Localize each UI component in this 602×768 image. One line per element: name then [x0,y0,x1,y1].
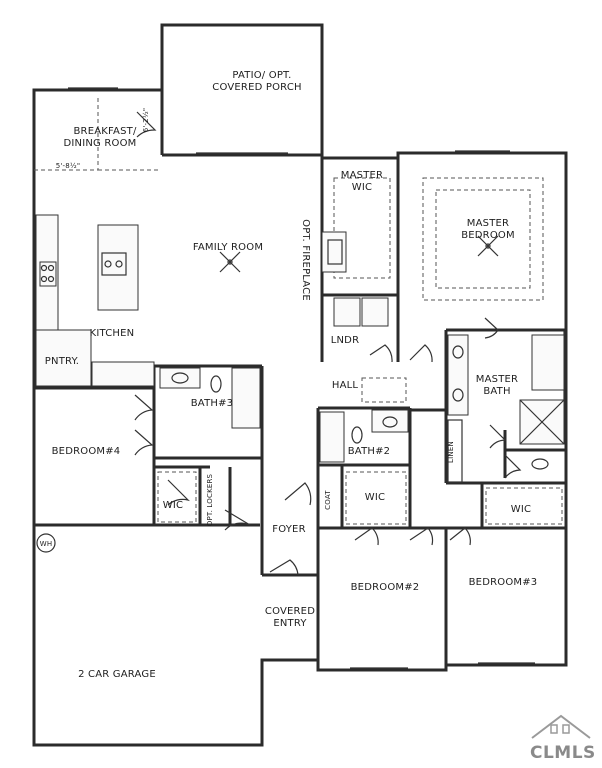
master-bedroom-label-1: MASTER [467,218,509,229]
coat-label: COAT [324,490,332,510]
master-bedroom-label-2: BEDROOM [461,230,515,241]
patio-label-2: COVERED PORCH [212,82,301,93]
covered-entry-label-2: ENTRY [273,618,307,629]
ceiling-fan-icon [477,235,499,257]
wic2-label: WIC [365,492,385,503]
clmls-logo: CLMLS [530,714,596,763]
covered-entry-label-1: COVERED [265,606,315,617]
interior-walls [34,158,566,670]
breakfast-label-1: BREAKFAST/ [73,126,136,137]
kitchen-label: KITCHEN [90,328,135,339]
wic4-label: WIC [163,500,183,511]
opt-lockers-label: OPT. LOCKERS [206,473,214,526]
ceiling-fan-icon [219,251,241,273]
watermark-text: CLMLS [530,743,596,763]
bath2-label: BATH#2 [348,446,391,457]
master-wic-label-1: MASTER [341,170,383,181]
exterior-walls [32,23,568,747]
bath3-label: BATH#3 [191,398,234,409]
breakfast-dim-horizontal: 5'-8½" [56,162,81,170]
fireplace-label: OPT. FIREPLACE [300,219,311,301]
patio-label-1: PATIO/ OPT. [232,70,291,81]
bedroom4-label: BEDROOM#4 [52,446,121,457]
wic3-label: WIC [511,504,531,515]
master-bath-label-1: MASTER [476,374,518,385]
room-labels: PATIO/ OPT. COVERED PORCH BREAKFAST/ DIN… [40,70,538,680]
water-heater-icon [36,533,56,553]
breakfast-dim-vertical: 6'-2½" [142,108,150,133]
pantry-label: PNTRY. [45,356,79,367]
master-bath-label-2: BATH [483,386,510,397]
family-room-label: FAMILY ROOM [193,242,263,253]
linen-label: LINEN [447,441,455,463]
laundry-label: LNDR [331,335,360,346]
breakfast-label-2: DINING ROOM [63,138,136,149]
bedroom2-label: BEDROOM#2 [351,582,420,593]
water-heater-label: WH [40,540,53,548]
hall-label: HALL [332,380,359,391]
fixtures [34,98,565,553]
foyer-label: FOYER [272,524,305,535]
master-wic-label-2: WIC [352,182,372,193]
garage-label: 2 CAR GARAGE [78,669,156,680]
bedroom3-label: BEDROOM#3 [469,577,538,588]
